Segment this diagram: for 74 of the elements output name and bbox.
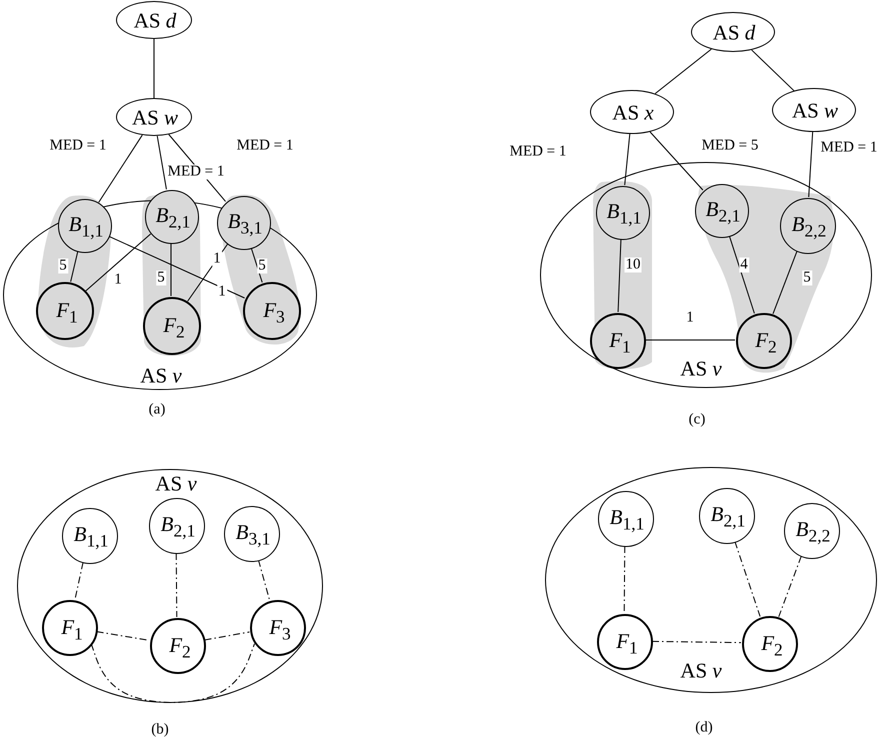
node-label: AS w — [132, 108, 178, 128]
dash-dot-line — [90, 643, 256, 703]
connector-line — [250, 247, 263, 283]
connector-line — [108, 236, 246, 298]
node-label: B$_{1,1}$ — [68, 214, 104, 240]
connector-line — [751, 49, 794, 92]
dash-dot-line — [204, 631, 250, 641]
node-label: B$_{1,1}$ — [606, 201, 642, 227]
dash-dot-line — [734, 541, 761, 617]
connector-line — [618, 238, 622, 313]
node-label: F$_{1}$ — [56, 300, 78, 326]
node-label: F$_{1}$ — [616, 631, 638, 657]
node-label: B$_{2,1}$ — [156, 205, 190, 231]
circle-node — [217, 196, 271, 250]
dash-dot-line — [176, 552, 178, 618]
node-label: B$_{2,1}$ — [710, 504, 746, 530]
edge-label: 4 — [739, 258, 749, 272]
node-label: B$_{1,1}$ — [74, 524, 108, 550]
ellipse-region — [545, 467, 877, 693]
connector-line — [654, 48, 712, 94]
connector-line — [650, 131, 704, 190]
panel-caption: (c) — [688, 412, 706, 428]
connector-line — [70, 250, 78, 282]
node-label: F$_{1}$ — [609, 330, 631, 356]
ellipse-region — [540, 162, 872, 388]
node-label: B$_{1,1}$ — [610, 507, 644, 533]
edge-label: 1 — [212, 252, 222, 266]
edge-label: 5 — [802, 270, 812, 286]
connector-line — [170, 242, 172, 296]
node-label: B$_{2,1}$ — [706, 199, 740, 225]
node-label: AS v — [680, 358, 722, 380]
connector-line — [772, 250, 798, 314]
node-label: F$_{3}$ — [263, 300, 285, 326]
dash-dot-line — [652, 640, 742, 644]
node-label: F$_{2}$ — [755, 330, 777, 356]
panel-caption: (d) — [694, 720, 714, 736]
panel-caption: (a) — [148, 402, 166, 418]
node-label: AS v — [680, 660, 722, 682]
connector-line — [98, 134, 143, 203]
node-label: B$_{2,2}$ — [796, 519, 830, 545]
connector-line — [156, 135, 167, 190]
node-label: B$_{3,1}$ — [228, 211, 262, 237]
ellipse-region — [17, 469, 323, 703]
connector-line — [728, 235, 755, 314]
node-label: B$_{2,1}$ — [160, 514, 196, 540]
panel-caption: (b) — [150, 722, 170, 738]
edge-label: 5 — [257, 258, 267, 274]
node-label: AS w — [792, 100, 838, 122]
connector-line — [808, 132, 814, 198]
connector-line — [85, 233, 152, 292]
edge-label: 5 — [58, 258, 68, 274]
node-label: F$_{3}$ — [269, 617, 291, 643]
connector-line — [187, 244, 228, 302]
node-label: F$_{2}$ — [163, 315, 185, 341]
node-label: AS d — [134, 10, 176, 32]
node-label: F$_{1}$ — [61, 617, 83, 643]
node-label: F$_{2}$ — [169, 635, 191, 661]
dash-dot-line — [74, 562, 84, 600]
bold-circle-node — [250, 600, 306, 656]
node-label: B$_{3,1}$ — [236, 522, 270, 548]
node-label: AS d — [712, 22, 756, 44]
dash-dot-line — [258, 559, 270, 601]
edge-label: 5 — [156, 270, 166, 286]
dash-dot-line — [624, 546, 626, 614]
node-label: AS v — [140, 366, 182, 386]
edge-label: MED = 1 — [166, 164, 226, 180]
node-label: AS v — [155, 474, 197, 494]
dash-dot-line — [778, 556, 802, 618]
bold-circle-node — [42, 600, 98, 656]
node-label: F$_{2}$ — [761, 633, 783, 659]
node-label: AS x — [612, 102, 654, 124]
connector-line — [624, 133, 630, 186]
node-label: B$_{2,2}$ — [792, 214, 826, 240]
edge-label: 10 — [624, 258, 642, 272]
